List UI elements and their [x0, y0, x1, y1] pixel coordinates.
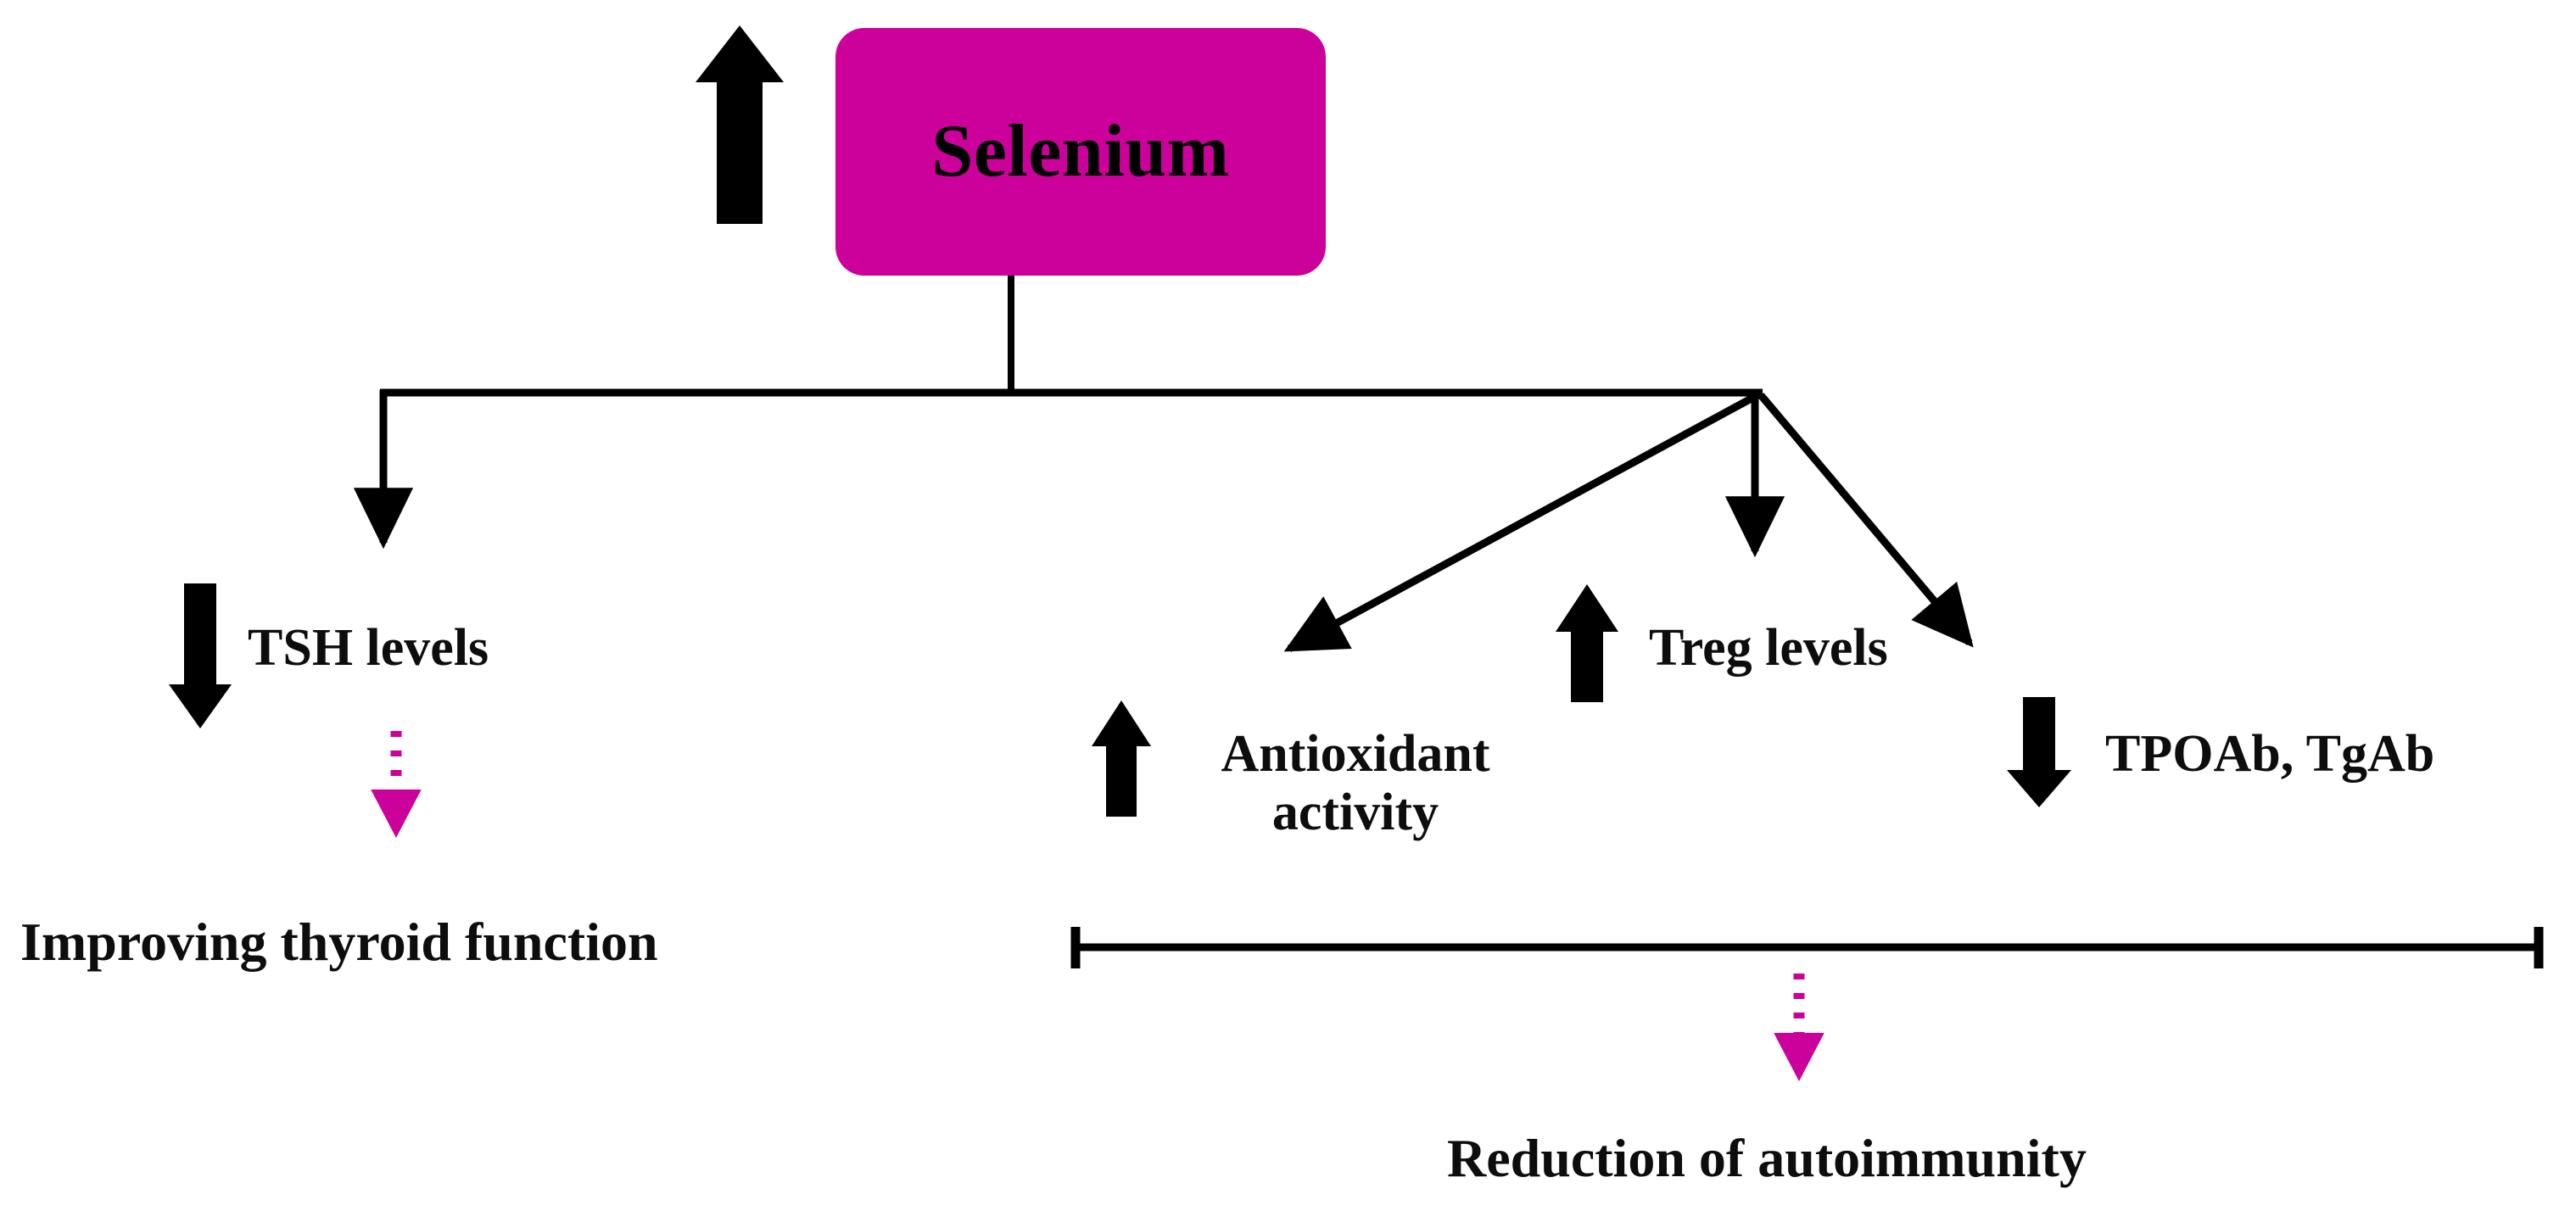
node-selenium[interactable]: Selenium — [835, 28, 1326, 276]
connector-to-antioxidant — [1283, 392, 1760, 652]
arrow-up-icon-selenium — [696, 25, 784, 224]
label-antioxidant-activity: Antioxidant activity — [1221, 725, 1490, 842]
label-improving-thyroid-function: Improving thyroid function — [20, 912, 658, 972]
label-tpoab-tgab: TPOAb, TgAb — [2105, 725, 2435, 783]
arrow-up-icon-treg — [1556, 584, 1618, 702]
arrow-down-icon-tpoab — [2007, 697, 2071, 807]
label-treg-levels: Treg levels — [1649, 619, 1888, 677]
node-selenium-label: Selenium — [931, 110, 1230, 193]
label-reduction-of-autoimmunity: Reduction of autoimmunity — [1447, 1128, 2087, 1188]
connector-to-tpoab — [1757, 393, 1974, 648]
arrow-up-icon-antioxidant — [1092, 700, 1151, 817]
label-tsh-levels: TSH levels — [248, 619, 489, 677]
arrow-down-icon-tsh — [169, 583, 232, 728]
